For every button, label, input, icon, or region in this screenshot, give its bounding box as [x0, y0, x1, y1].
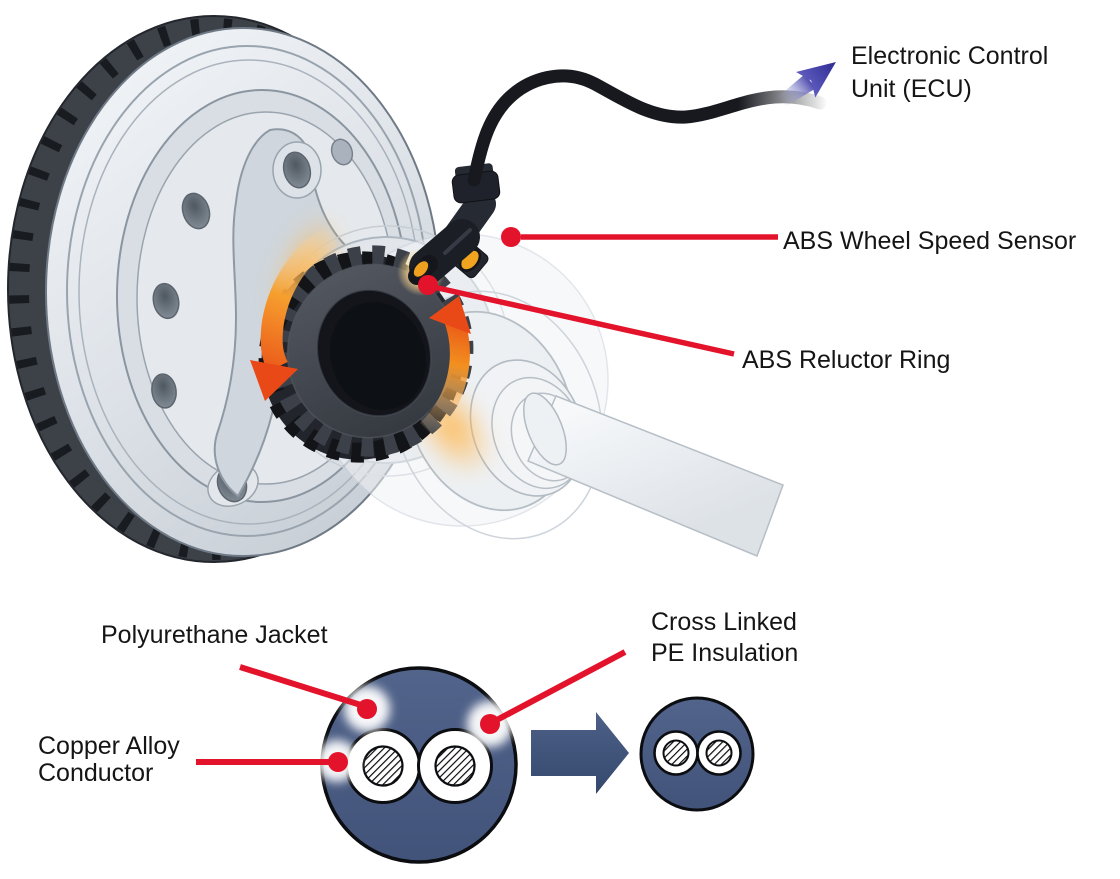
- copper-conductor: [362, 745, 404, 787]
- insulation-label-line2: PE Insulation: [651, 639, 799, 667]
- copper-conductor: [662, 739, 690, 767]
- rotation-arrow-right: [419, 296, 471, 438]
- sensor-tip: [411, 259, 431, 279]
- axle-shaft: [527, 395, 784, 557]
- arrowhead: [250, 360, 298, 401]
- transform-arrow: [531, 712, 629, 794]
- callout-dot: [480, 714, 500, 734]
- conductor-label-line2: Conductor: [38, 759, 154, 787]
- sensor-cable: [467, 69, 827, 187]
- copper-conductor: [705, 739, 733, 767]
- ecu-label-line1: Electronic Control: [851, 42, 1049, 70]
- conductor-label-line1: Copper Alloy: [38, 732, 180, 760]
- abs-sensor: [408, 163, 501, 285]
- hub-bracket: [213, 128, 400, 498]
- rotation-arrow-left: [250, 226, 339, 401]
- callout-reluctor: [418, 275, 735, 357]
- callout-dot: [501, 227, 521, 247]
- conductor-label: Copper Alloy Conductor: [38, 733, 180, 787]
- copper-conductor: [434, 745, 476, 787]
- callout-conductor: [196, 752, 348, 772]
- arrowhead: [429, 296, 471, 334]
- callout-dot: [418, 275, 438, 295]
- cable-cross-section-small: [639, 696, 755, 812]
- reluctor-ring-label: ABS Reluctor Ring: [742, 346, 951, 374]
- callout-jacket: [239, 664, 377, 719]
- ecu-label: Electronic Control Unit (ECU): [851, 40, 1048, 106]
- insulation-label: Cross Linked PE Insulation: [651, 607, 798, 669]
- wheel-speed-sensor-label: ABS Wheel Speed Sensor: [783, 227, 1077, 255]
- ecu-label-line2: Unit (ECU): [851, 75, 972, 103]
- ecu-arrow: [777, 61, 836, 107]
- jacket-label: Polyurethane Jacket: [101, 621, 328, 649]
- callout-sensor: [501, 227, 778, 247]
- insulation-label-line1: Cross Linked: [651, 608, 797, 636]
- callout-insulation: [480, 649, 627, 734]
- callout-dot: [328, 752, 348, 772]
- callout-dot: [357, 699, 377, 719]
- cable-boot: [451, 163, 501, 204]
